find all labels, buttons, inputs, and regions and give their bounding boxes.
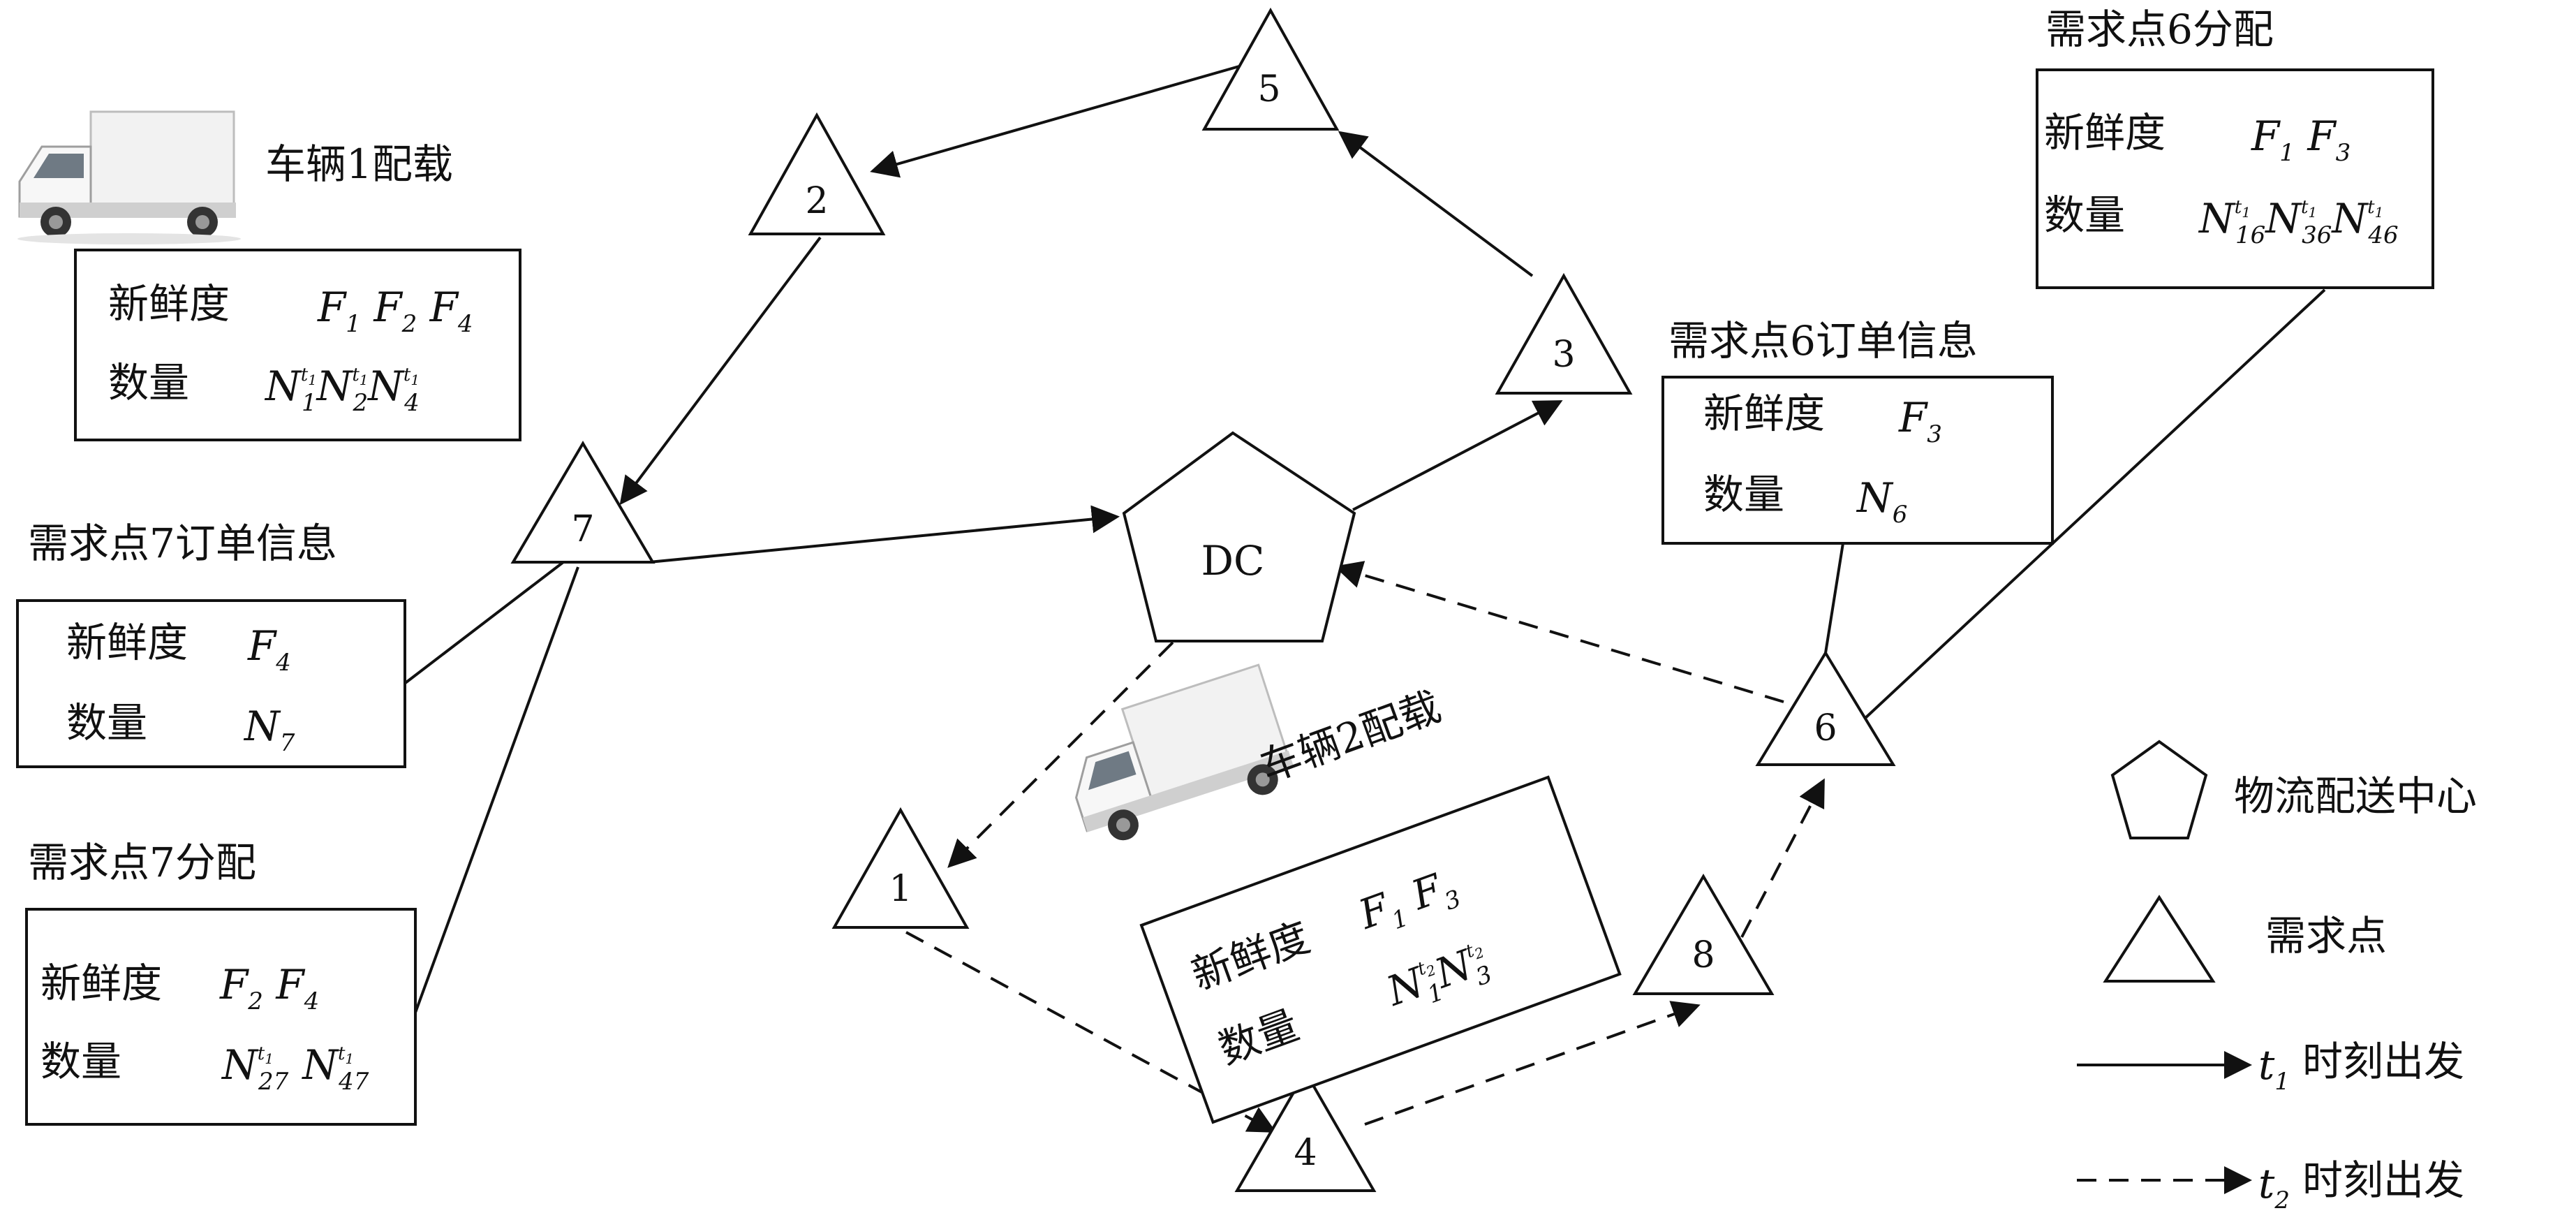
- svg-text:数量: 数量: [2044, 191, 2125, 239]
- demand-node-7: 7: [510, 441, 656, 564]
- demand6-order-title: 需求点6订单信息: [1668, 317, 1978, 365]
- t1-routes: [619, 65, 1563, 564]
- route-4-8: [1364, 1001, 1701, 1126]
- svg-text:数量: 数量: [66, 699, 147, 747]
- truck-2-icon: [1075, 663, 1294, 841]
- svg-text:7: 7: [571, 508, 594, 550]
- svg-text:新鲜度: 新鲜度: [1703, 390, 1825, 437]
- svg-text:t1: t1: [2258, 1041, 2290, 1096]
- legend-demand: 需求点: [2103, 895, 2387, 983]
- demand-node-6: 6: [1755, 650, 1896, 766]
- svg-text:F2 F4: F2 F4: [219, 961, 319, 1015]
- svg-text:4: 4: [1294, 1132, 1317, 1174]
- truck-1-icon: [17, 110, 241, 244]
- route-7-dc: [649, 505, 1120, 564]
- demand-node-8: 8: [1632, 874, 1775, 995]
- demand7-order-box: 新鲜度 F4 数量 N7: [16, 599, 406, 768]
- route-dc-1: [947, 641, 1174, 868]
- route-3-5: [1338, 131, 1534, 277]
- svg-text:3: 3: [1552, 334, 1575, 376]
- demand6-order-box: 新鲜度 F3 数量 N6: [1661, 376, 2054, 545]
- svg-text:数量: 数量: [1703, 471, 1784, 518]
- svg-text:F1 F2 F4: F1 F2 F4: [317, 284, 473, 338]
- dc-node: DC: [1122, 431, 1356, 642]
- svg-text:新鲜度: 新鲜度: [108, 280, 230, 328]
- demand-node-3: 3: [1495, 272, 1633, 395]
- svg-text:数量: 数量: [108, 359, 189, 406]
- route-6-dc: [1334, 561, 1784, 703]
- demand-node-4: 4: [1234, 1068, 1377, 1192]
- vehicle1-title: 车辆1配载: [265, 140, 453, 188]
- box-connectors: [402, 288, 2326, 1013]
- route-dc-3: [1352, 400, 1563, 511]
- demand-node-2: 2: [748, 112, 886, 235]
- svg-text:数量: 数量: [40, 1038, 121, 1085]
- demand7-order-title: 需求点7订单信息: [28, 520, 337, 567]
- legend-t1: t1 时刻出发: [2077, 1038, 2464, 1096]
- svg-text:物流配送中心: 物流配送中心: [2234, 772, 2477, 820]
- route-5-2: [870, 65, 1240, 178]
- demand7-alloc-title: 需求点7分配: [28, 839, 256, 886]
- svg-text:5: 5: [1257, 68, 1280, 110]
- svg-text:新鲜度: 新鲜度: [40, 960, 162, 1007]
- t2-routes: [905, 561, 1825, 1133]
- svg-text:新鲜度: 新鲜度: [66, 619, 188, 666]
- svg-text:6: 6: [1814, 707, 1837, 749]
- svg-text:t2: t2: [2258, 1160, 2290, 1214]
- demand-node-1: 1: [831, 807, 970, 929]
- legend: 物流配送中心 需求点 t1 时刻出发 t2 时刻出发: [2077, 740, 2477, 1214]
- svg-text:1: 1: [889, 868, 912, 910]
- svg-text:2: 2: [805, 180, 828, 222]
- demand-node-5: 5: [1201, 7, 1340, 131]
- svg-text:8: 8: [1692, 934, 1715, 976]
- svg-text:时刻出发: 时刻出发: [2302, 1156, 2464, 1204]
- route-2-7: [619, 236, 822, 506]
- vehicle2-box: 新鲜度 F1 F3 数量 Nt21Nt23: [1139, 775, 1622, 1124]
- svg-text:新鲜度: 新鲜度: [2044, 109, 2166, 156]
- demand6-alloc-title: 需求点6分配: [2045, 6, 2274, 53]
- svg-text:时刻出发: 时刻出发: [2302, 1038, 2464, 1085]
- route-8-6: [1740, 778, 1825, 938]
- legend-dc: 物流配送中心: [2110, 740, 2477, 839]
- svg-text:F1 F3: F1 F3: [2251, 112, 2351, 167]
- dc-label: DC: [1201, 537, 1265, 585]
- vehicle2-title: 车辆2配载: [1254, 682, 1447, 791]
- svg-text:需求点: 需求点: [2265, 912, 2387, 960]
- route-1-4: [905, 931, 1277, 1133]
- legend-t2: t2 时刻出发: [2077, 1156, 2464, 1214]
